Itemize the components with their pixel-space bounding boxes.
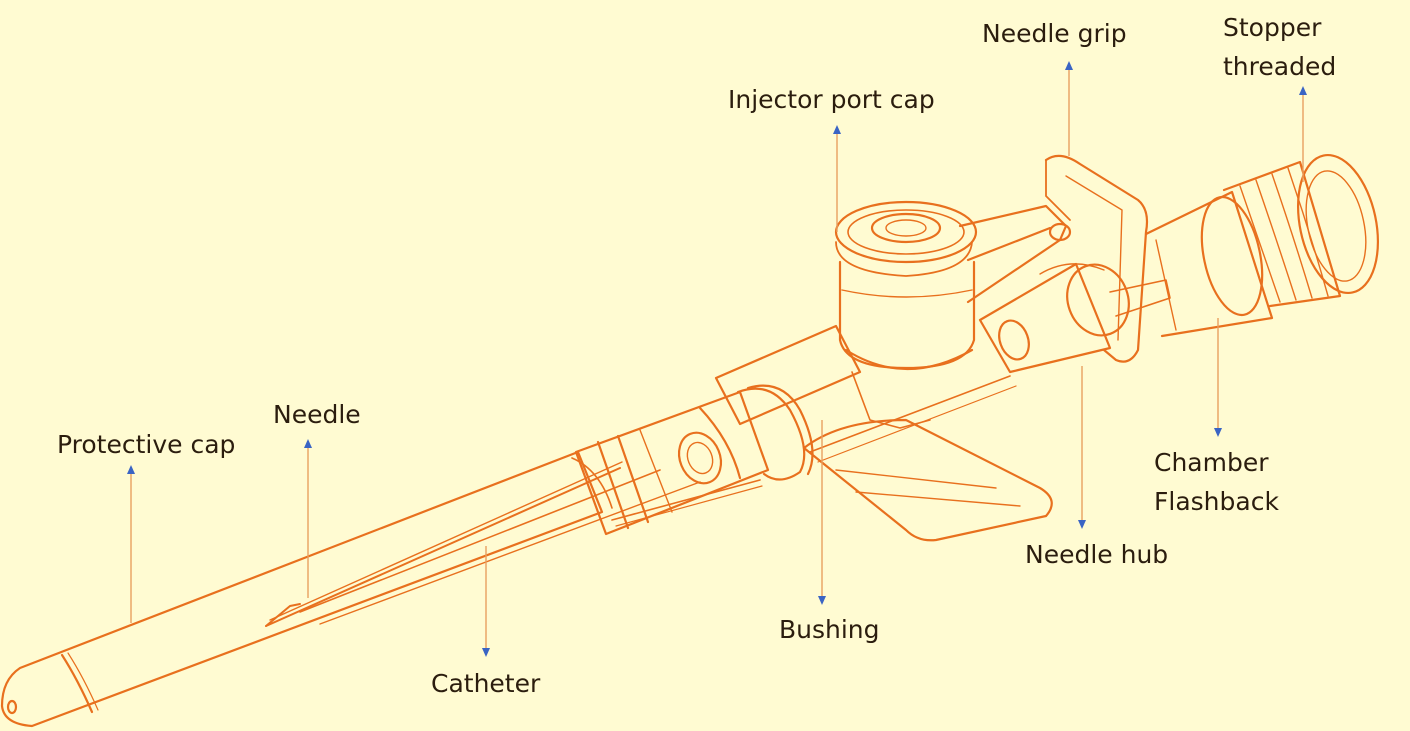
cannula-drawing bbox=[0, 153, 1380, 728]
label-stopper-threaded-line2: threaded bbox=[1223, 52, 1337, 81]
injector-port-cap-shape bbox=[834, 200, 978, 429]
pointer-injector-port-cap bbox=[833, 125, 841, 232]
label-needle-grip: Needle grip bbox=[982, 14, 1127, 53]
protective-cap-shape bbox=[0, 450, 613, 728]
bushing-shape bbox=[677, 384, 814, 485]
label-needle-grip-text: Needle grip bbox=[982, 19, 1127, 48]
pointers bbox=[127, 61, 1307, 657]
label-stopper-threaded-line1: Stopper bbox=[1223, 13, 1322, 42]
label-catheter-text: Catheter bbox=[431, 669, 541, 698]
catheter-hub-shape bbox=[574, 390, 770, 536]
label-chamber-flashback: Chamber Flashback bbox=[1154, 443, 1279, 521]
needle-grip-shape bbox=[958, 154, 1149, 363]
pointer-needle-hub bbox=[1078, 366, 1086, 529]
pointer-needle bbox=[304, 439, 312, 598]
label-catheter: Catheter bbox=[431, 664, 540, 703]
label-injector-port-cap: Injector port cap bbox=[728, 80, 935, 119]
label-needle-hub: Needle hub bbox=[1025, 535, 1168, 574]
label-needle: Needle bbox=[273, 395, 361, 434]
pointer-catheter bbox=[482, 546, 490, 657]
pointer-needle-grip bbox=[1065, 61, 1073, 156]
pointer-chamber-flashback bbox=[1214, 318, 1222, 437]
label-protective-cap: Protective cap bbox=[57, 425, 235, 464]
label-protective-cap-text: Protective cap bbox=[57, 430, 236, 459]
label-needle-text: Needle bbox=[273, 400, 361, 429]
needle-shape bbox=[265, 461, 623, 627]
stopper-threaded-shape bbox=[1222, 153, 1380, 308]
flashback-chamber-shape bbox=[1144, 190, 1274, 338]
pointer-stopper-threaded bbox=[1299, 86, 1307, 182]
catheter-shape bbox=[299, 469, 701, 625]
label-stopper-threaded: Stopper threaded bbox=[1223, 8, 1336, 86]
label-bushing-text: Bushing bbox=[779, 615, 880, 644]
pointer-protective-cap bbox=[127, 465, 135, 623]
label-injector-port-cap-text: Injector port cap bbox=[728, 85, 935, 114]
wings-shape bbox=[714, 324, 1053, 542]
label-chamber-flashback-line1: Chamber bbox=[1154, 448, 1269, 477]
pointer-bushing bbox=[818, 420, 826, 605]
needle-hub-shape bbox=[978, 262, 1171, 374]
label-bushing: Bushing bbox=[779, 610, 880, 649]
label-needle-hub-text: Needle hub bbox=[1025, 540, 1169, 569]
label-chamber-flashback-line2: Flashback bbox=[1154, 487, 1279, 516]
